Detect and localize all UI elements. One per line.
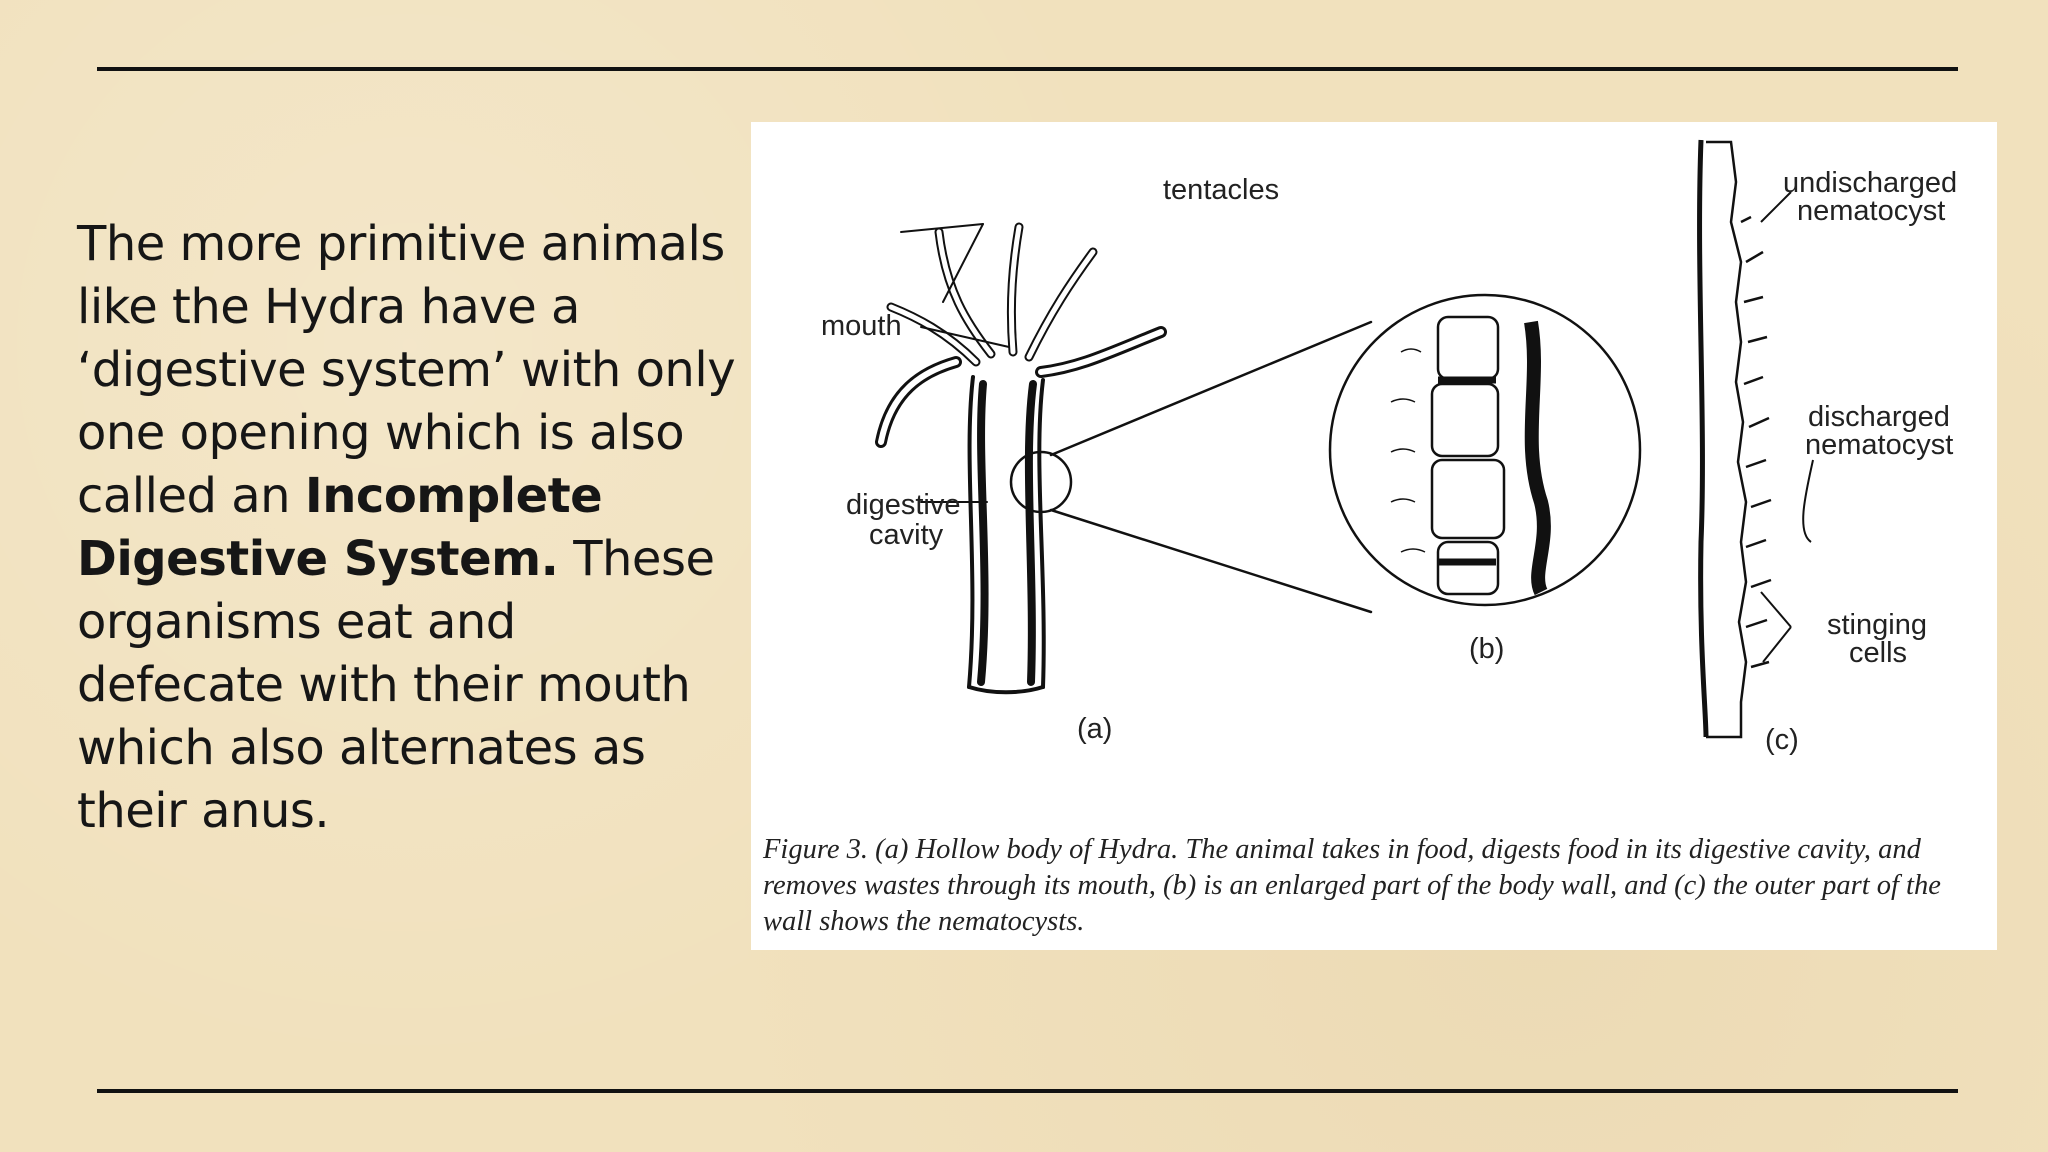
- label-digestive: digestive: [846, 489, 960, 521]
- label-b: (b): [1469, 633, 1504, 665]
- hydra-figure: tentacles mouth digestive cavity (a) (b)…: [751, 122, 1997, 950]
- label-discharged-nematocyst: nematocyst: [1805, 429, 1953, 461]
- label-a: (a): [1077, 713, 1112, 745]
- body-paragraph: The more primitive animals like the Hydr…: [77, 213, 737, 843]
- label-c: (c): [1765, 724, 1799, 756]
- bold-term: Incomplete Digestive System.: [77, 468, 603, 587]
- bottom-rule: [97, 1089, 1958, 1093]
- outro-text: These organisms eat and defecate with th…: [77, 531, 715, 839]
- label-cavity: cavity: [869, 519, 944, 551]
- hydra-diagram: tentacles mouth digestive cavity (a) (b)…: [821, 139, 1957, 756]
- label-discharged: discharged: [1808, 401, 1950, 433]
- nematocyst-wall: [1697, 139, 1814, 739]
- label-tentacles: tentacles: [1163, 174, 1279, 206]
- label-cells: cells: [1849, 637, 1907, 669]
- label-undischarged-nematocyst: nematocyst: [1797, 195, 1945, 227]
- top-rule: [97, 67, 1958, 71]
- hydra-body-drawing: [875, 222, 1373, 695]
- label-undischarged: undischarged: [1783, 167, 1957, 199]
- body-wall-enlargement: [1328, 293, 1642, 607]
- intro-text: The more primitive animals like the Hydr…: [77, 216, 736, 524]
- label-mouth: mouth: [821, 310, 902, 342]
- label-stinging: stinging: [1827, 609, 1927, 641]
- figure-caption: Figure 3. (a) Hollow body of Hydra. The …: [763, 834, 1941, 937]
